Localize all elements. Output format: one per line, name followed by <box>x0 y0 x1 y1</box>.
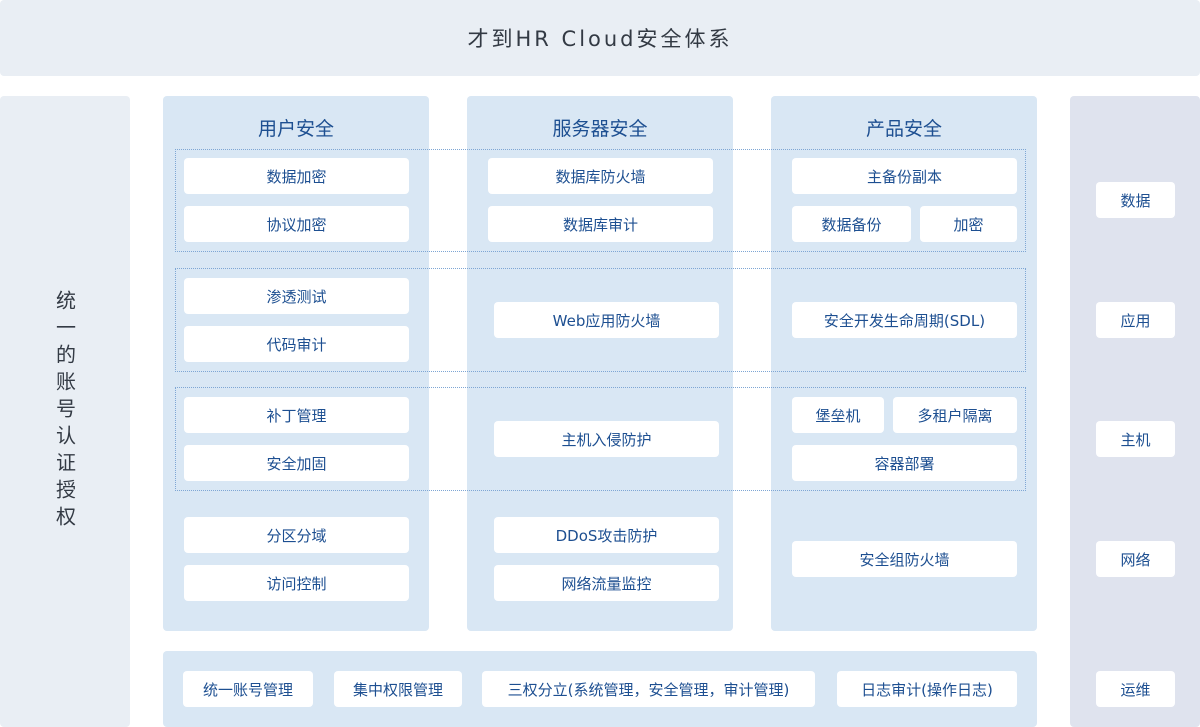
node-security-group-firewall: 安全组防火墙 <box>792 541 1017 577</box>
column-user-security: 用户安全 数据加密 协议加密 渗透测试 代码审计 补丁管理 安全加固 分区分域 … <box>163 96 429 631</box>
left-panel: 统一的账号认证授权 <box>0 96 130 727</box>
node-separation-of-powers: 三权分立(系统管理，安全管理，审计管理) <box>482 671 815 707</box>
node-network-traffic-monitor: 网络流量监控 <box>494 565 719 601</box>
node-data-backup: 数据备份 <box>792 206 911 242</box>
operations-bar: 统一账号管理 集中权限管理 三权分立(系统管理，安全管理，审计管理) 日志审计(… <box>163 651 1037 727</box>
node-multi-tenant-isolation: 多租户隔离 <box>893 397 1017 433</box>
node-primary-backup-replica: 主备份副本 <box>792 158 1017 194</box>
node-centralized-permission-management: 集中权限管理 <box>334 671 462 707</box>
column-title: 用户安全 <box>257 118 334 140</box>
layer-label-network: 网络 <box>1096 541 1175 577</box>
node-log-audit: 日志审计(操作日志) <box>837 671 1017 707</box>
node-patch-management: 补丁管理 <box>184 397 409 433</box>
node-penetration-test: 渗透测试 <box>184 278 409 314</box>
node-database-firewall: 数据库防火墙 <box>488 158 713 194</box>
layer-label-data: 数据 <box>1096 182 1175 218</box>
node-database-audit: 数据库审计 <box>488 206 713 242</box>
node-access-control: 访问控制 <box>184 565 409 601</box>
node-sdl: 安全开发生命周期(SDL) <box>792 302 1017 338</box>
node-web-app-firewall: Web应用防火墙 <box>494 302 719 338</box>
node-data-encryption: 数据加密 <box>184 158 409 194</box>
column-title: 服务器安全 <box>552 118 648 140</box>
node-bastion-host: 堡垒机 <box>792 397 884 433</box>
node-container-deployment: 容器部署 <box>792 445 1017 481</box>
layer-label-host: 主机 <box>1096 421 1175 457</box>
layer-label-application: 应用 <box>1096 302 1175 338</box>
diagram-title: 才到HR Cloud安全体系 <box>0 0 1200 76</box>
node-code-audit: 代码审计 <box>184 326 409 362</box>
column-title: 产品安全 <box>865 118 942 140</box>
node-unified-account-management: 统一账号管理 <box>183 671 313 707</box>
node-zone-partition: 分区分域 <box>184 517 409 553</box>
account-auth-label: 统一的账号认证授权 <box>52 290 77 533</box>
column-server-security: 服务器安全 数据库防火墙 数据库审计 Web应用防火墙 主机入侵防护 DDoS攻… <box>467 96 733 631</box>
node-host-intrusion-protection: 主机入侵防护 <box>494 421 719 457</box>
column-product-security: 产品安全 主备份副本 数据备份 加密 安全开发生命周期(SDL) 堡垒机 多租户… <box>771 96 1037 631</box>
layer-panel: 数据 应用 主机 网络 运维 <box>1070 96 1200 727</box>
node-encryption: 加密 <box>920 206 1017 242</box>
node-security-hardening: 安全加固 <box>184 445 409 481</box>
layer-label-operations: 运维 <box>1096 671 1175 707</box>
node-ddos-protection: DDoS攻击防护 <box>494 517 719 553</box>
node-protocol-encryption: 协议加密 <box>184 206 409 242</box>
